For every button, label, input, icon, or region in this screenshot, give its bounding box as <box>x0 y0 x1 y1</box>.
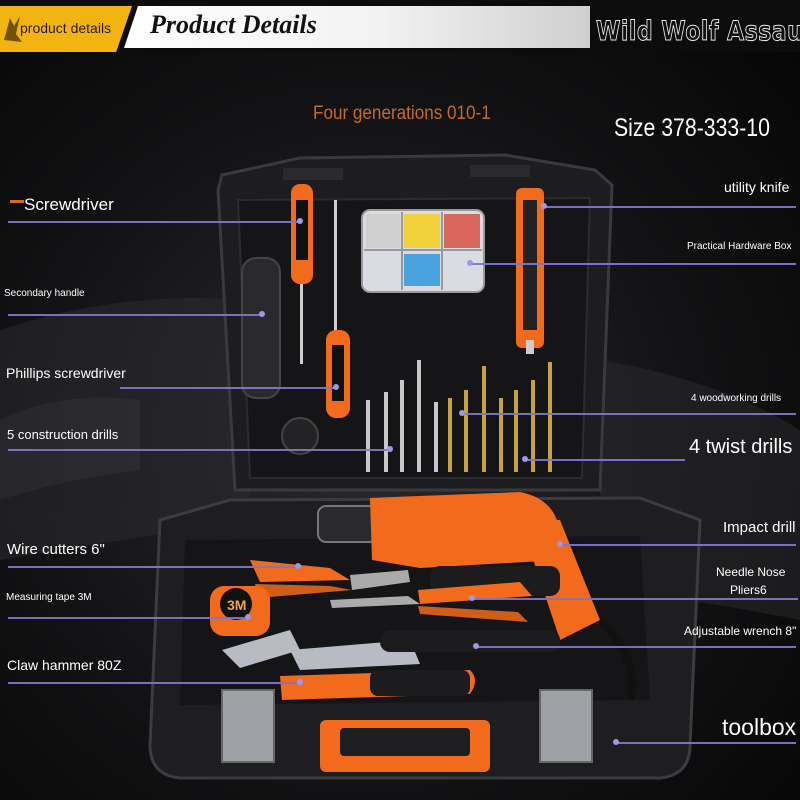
generation-label: Four generations 010-1 <box>313 103 491 124</box>
callout-line-twist-drills <box>525 459 685 461</box>
page-title-plate: Product Details <box>124 6 590 48</box>
callout-line-wire-cutters <box>8 566 298 568</box>
callout-line-measuring-tape <box>8 617 248 619</box>
callout-dot-secondary-handle <box>259 311 265 317</box>
wire-cutters <box>250 560 410 598</box>
callout-line-phillips-screwdriver <box>120 387 336 389</box>
hardware-box <box>361 209 485 293</box>
car-silhouette <box>0 298 800 620</box>
callout-needle-nose-pliers-line1: Needle Nose <box>716 565 786 579</box>
header-banner: product details Product Details Wild Wol… <box>0 0 800 52</box>
screwdriver-marker-icon <box>10 200 24 203</box>
size-label: Size 378-333-10 <box>614 114 770 142</box>
page-title: Product Details <box>150 10 317 39</box>
callout-line-toolbox <box>616 742 796 744</box>
callout-phillips-screwdriver: Phillips screwdriver <box>6 365 126 381</box>
callout-dot-phillips-screwdriver <box>333 384 339 390</box>
callout-dot-measuring-tape <box>245 614 251 620</box>
product-details-tab-label: product details <box>20 20 112 36</box>
callout-utility-knife: utility knife <box>724 179 790 195</box>
callout-dot-screwdriver <box>297 218 303 224</box>
callout-wire-cutters: Wire cutters 6" <box>7 541 105 558</box>
callout-line-woodworking-drills <box>462 413 796 415</box>
callout-dot-construction-drills <box>387 446 393 452</box>
callout-line-construction-drills <box>8 449 390 451</box>
callout-dot-wire-cutters <box>295 563 301 569</box>
claw-hammer <box>222 630 475 700</box>
callout-line-secondary-handle <box>8 314 262 316</box>
callout-dot-hardware-box <box>467 260 473 266</box>
callout-line-claw-hammer <box>8 682 300 684</box>
brand-name: Wild Wolf Assault <box>596 16 800 48</box>
callout-line-hardware-box <box>470 263 796 265</box>
callout-dot-adjustable-wrench <box>473 643 479 649</box>
utility-knife <box>516 188 544 354</box>
callout-line-screwdriver <box>8 221 300 223</box>
callout-screwdriver: Screwdriver <box>24 195 114 214</box>
callout-line-impact-drill <box>560 544 796 546</box>
callout-dot-claw-hammer <box>297 679 303 685</box>
screwdriver-flat <box>291 184 313 364</box>
callout-claw-hammer: Claw hammer 80Z <box>7 657 122 673</box>
needle-nose-pliers <box>330 582 532 622</box>
callout-dot-needle-nose-pliers <box>469 595 475 601</box>
callout-toolbox: toolbox <box>722 714 797 740</box>
callout-construction-drills: 5 construction drills <box>7 427 119 442</box>
callout-dot-impact-drill <box>557 541 563 547</box>
callout-line-needle-nose-pliers <box>472 598 798 600</box>
measuring-tape: 3M <box>210 586 270 636</box>
callout-secondary-handle: Secondary handle <box>4 288 85 299</box>
callout-line-utility-knife <box>544 206 796 208</box>
callout-dot-toolbox <box>613 739 619 745</box>
callout-impact-drill: Impact drill <box>723 519 796 536</box>
impact-drill <box>317 492 636 701</box>
drill-bits <box>366 360 552 472</box>
callout-line-adjustable-wrench <box>476 646 796 648</box>
product-details-tab[interactable]: product details <box>0 6 132 52</box>
secondary-handle <box>241 257 319 455</box>
tape-brand: 3M <box>227 597 246 613</box>
callout-twist-drills: 4 twist drills <box>689 436 793 458</box>
callout-hardware-box: Practical Hardware Box <box>687 241 792 252</box>
callout-dot-twist-drills <box>522 456 528 462</box>
screwdriver-phillips <box>326 200 350 418</box>
callout-measuring-tape: Measuring tape 3M <box>6 592 92 603</box>
callout-dot-utility-knife <box>541 203 547 209</box>
callout-dot-woodworking-drills <box>459 410 465 416</box>
callout-needle-nose-pliers-line2: Pliers6 <box>730 583 767 597</box>
callout-woodworking-drills: 4 woodworking drills <box>691 393 782 404</box>
wolf-logo-icon <box>4 16 22 42</box>
callout-adjustable-wrench: Adjustable wrench 8" <box>684 624 797 638</box>
